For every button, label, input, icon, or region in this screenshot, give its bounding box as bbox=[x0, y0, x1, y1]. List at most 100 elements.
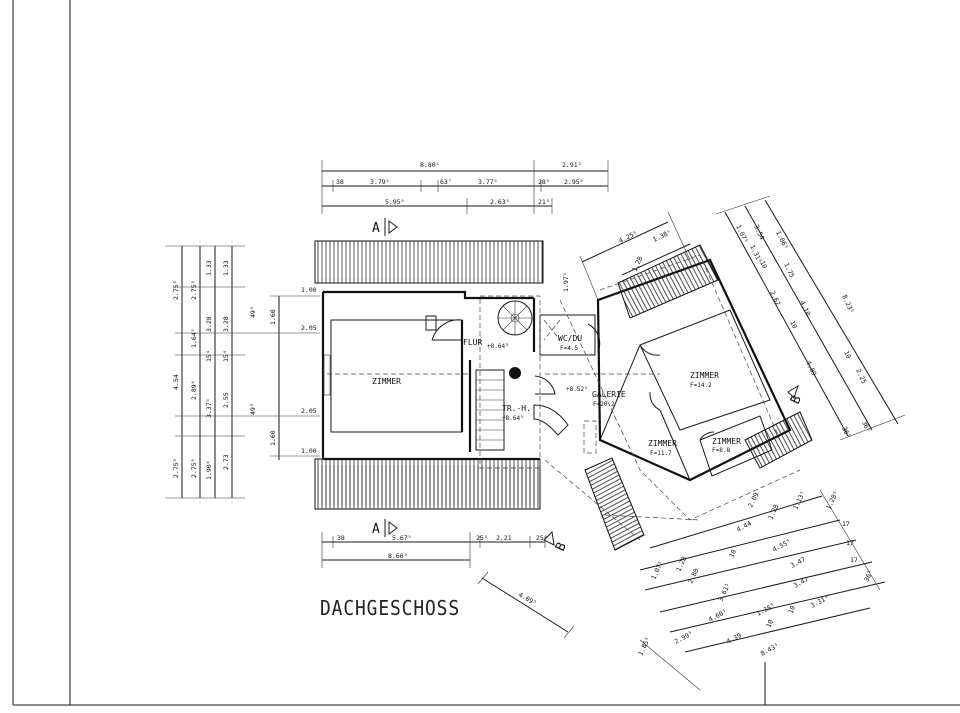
dim-left-s4: 1.90⁴ bbox=[205, 460, 213, 480]
dim-wing-r14: 36⁵ bbox=[840, 425, 852, 439]
roof-strip-wing-bottom bbox=[584, 457, 645, 551]
section-marker-a-bottom: A bbox=[372, 519, 398, 537]
dim-top-d2: 3.79⁵ bbox=[370, 178, 390, 186]
section-marker-a-top: A bbox=[372, 218, 398, 236]
dim-top-d4: 3.77⁵ bbox=[478, 178, 498, 186]
dim-left-c3: 2.75³ bbox=[172, 458, 180, 478]
dim-left-s1: 1.33 bbox=[205, 260, 213, 276]
dim-wing-r2: 3.54 bbox=[752, 223, 766, 241]
dim-left-w1: 1.60 bbox=[269, 309, 277, 325]
dim-left-t2: 3.28 bbox=[205, 316, 213, 332]
dim-wing-b11: 2.80 bbox=[687, 567, 701, 585]
dim-top-right: 2.91³ bbox=[562, 161, 582, 169]
dim-wing-r5: 10 bbox=[758, 259, 769, 270]
dim-wing-a2: 1.38⁵ bbox=[651, 228, 672, 244]
dim-bottom-total: 8.66³ bbox=[388, 552, 408, 560]
label-zimmer-small: ZIMMER bbox=[712, 437, 741, 446]
dim-wing-r10: 8.23⁵ bbox=[840, 293, 856, 314]
dim-wing-r8: 4.10 bbox=[798, 299, 812, 317]
dim-wing-diag: 4.09⁵ bbox=[517, 591, 538, 608]
roof-strip-wing-top bbox=[617, 244, 719, 319]
dim-wing-b9: 4.55⁵ bbox=[771, 538, 792, 554]
dim-wing-b16: 36⁵ bbox=[863, 569, 875, 583]
dim-wing-b17: 3.61⁵ bbox=[717, 582, 733, 603]
dim-bottom-d1: 38 bbox=[337, 534, 345, 542]
label-zimmer-east: ZIMMER bbox=[690, 371, 719, 380]
dim-wing-b14: 3.47 bbox=[789, 555, 807, 569]
dim-wing-b26: 10 bbox=[765, 618, 776, 629]
dim-left-w2: 1.60 bbox=[269, 430, 277, 446]
dim-top-e3: 21⁵ bbox=[538, 198, 550, 206]
dim-left-t3: 15⁴ bbox=[205, 350, 213, 362]
dim-wing-r3: 1.06⁵ bbox=[774, 229, 790, 250]
left-dimension-chains: 2.75³ 2.75³ 4.54 2.75³ 2.75³ 1.33 1.64⁵ … bbox=[165, 245, 320, 499]
sheet-frame bbox=[12, 0, 960, 706]
room-zimmer-main bbox=[330, 319, 463, 433]
dim-wing-a1: 4.25⁵ bbox=[617, 229, 638, 245]
dim-wing-b1: 2.09 bbox=[747, 491, 761, 509]
dim-left-u4: 2.73 bbox=[222, 454, 230, 470]
label-flur-level: +8.64³ bbox=[487, 343, 509, 350]
dim-wing-r9: 10 bbox=[788, 319, 799, 330]
bottom-dimension-chains: 38 5.67⁵ 25⁵ 2.21 25⁷ 8.66³ bbox=[321, 532, 548, 568]
dim-wing-r7: 2.62 bbox=[768, 289, 782, 307]
dim-wing-r1: 1.07⁵ bbox=[734, 223, 750, 244]
label-zimmer-small-area: F=8.8 bbox=[712, 447, 730, 454]
dim-wing-b6: 17 bbox=[842, 520, 850, 528]
room-zimmer-small bbox=[699, 415, 773, 477]
dim-left-c4: 2.75³ bbox=[190, 458, 198, 478]
dim-left-c1b: 2.75³ bbox=[190, 280, 198, 300]
dim-left-s2: 1.64⁵ bbox=[190, 328, 198, 348]
dim-wing-b2: 1.28 bbox=[767, 503, 781, 521]
svg-text:A: A bbox=[372, 221, 380, 236]
section-marker-b-right: B bbox=[787, 384, 805, 407]
top-dimension-chains: 8.80⁵ 2.91³ 38 3.79⁵ 63⁷ 3.77⁵ 28⁵ 2.95⁵… bbox=[321, 160, 609, 214]
dim-left-h1: 1.00 bbox=[301, 286, 317, 294]
label-zimmer-south: ZIMMER bbox=[648, 439, 677, 448]
dim-left-u1: 3.28 bbox=[222, 316, 230, 332]
dim-wing-b7: 17 bbox=[846, 539, 854, 547]
dim-top-total: 8.80⁵ bbox=[420, 161, 440, 169]
label-galerie: GALERIE bbox=[592, 390, 626, 399]
roof-strip-wing-right bbox=[744, 411, 813, 469]
dim-wing-b10: 10 bbox=[728, 548, 739, 559]
dim-wing-r6: 1.75 bbox=[782, 261, 796, 279]
label-zimmer-east-area: F=14.2 bbox=[690, 382, 712, 389]
room-zimmer-east bbox=[639, 309, 771, 431]
label-wc: WC/DU bbox=[558, 334, 582, 343]
dim-wing-r11: 4.89 bbox=[804, 359, 818, 377]
label-wc-area: F=4.5 bbox=[560, 345, 578, 352]
dim-top-e2: 2.63⁵ bbox=[490, 198, 510, 206]
dim-left-h4: 1.00 bbox=[301, 447, 317, 455]
dim-wing-b8: 17 bbox=[850, 556, 858, 564]
dim-top-d6: 2.95⁵ bbox=[564, 178, 584, 186]
dim-wing-b4: 1.28⁵ bbox=[825, 490, 841, 511]
dim-wing-r13: 10 bbox=[842, 349, 853, 360]
svg-text:A: A bbox=[372, 522, 380, 537]
dim-left-t1: 1.33 bbox=[222, 260, 230, 276]
dim-left-u3: 2.55 bbox=[222, 392, 230, 408]
dim-left-h3: 2.05 bbox=[301, 407, 317, 415]
dim-top-d3: 63⁷ bbox=[440, 178, 452, 186]
dim-wing-b24: 8.43⁵ bbox=[759, 642, 780, 658]
section-marker-b-bottom: B bbox=[543, 530, 570, 554]
dim-top-e1: 5.95⁵ bbox=[385, 198, 405, 206]
dim-wing-b21: 3.31⁵ bbox=[809, 594, 830, 610]
svg-text:B: B bbox=[553, 540, 570, 554]
dim-left-t4: 3.37⁵ bbox=[205, 398, 213, 418]
label-galerie-level: +8.52³ bbox=[566, 386, 588, 393]
label-zimmer-main: ZIMMER bbox=[372, 377, 401, 386]
dim-wing-b13: 1.28 bbox=[675, 555, 689, 573]
dim-bottom-d2: 5.67⁵ bbox=[392, 534, 412, 542]
label-zimmer-south-area: F=11.7 bbox=[650, 450, 672, 457]
dim-wing-b22: 2.99⁵ bbox=[673, 630, 694, 646]
dim-wing-b19: 1.35⁵ bbox=[755, 602, 776, 618]
room-labels: ZIMMER FLUR +8.64³ WC/DU F=4.5 +8.52³ GA… bbox=[372, 334, 741, 457]
dim-wing-a4: 1.97⁵ bbox=[562, 272, 570, 292]
dim-bottom-d3: 25⁵ bbox=[476, 534, 488, 542]
dim-wing-b25: 1.85⁵ bbox=[637, 636, 653, 657]
dim-bottom-d5: 25⁷ bbox=[536, 534, 548, 542]
dim-top-d5: 28⁵ bbox=[538, 178, 550, 186]
drawing-title: DACHGESCHOSS bbox=[320, 596, 460, 620]
